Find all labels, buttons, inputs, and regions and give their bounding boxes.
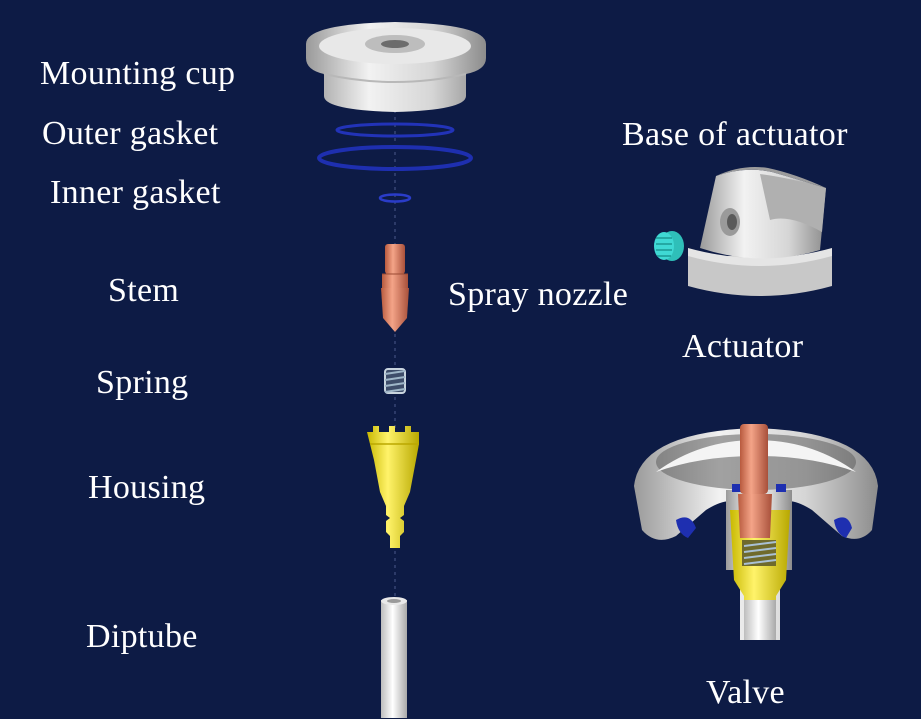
- label-spray-nozzle: Spray nozzle: [448, 278, 628, 312]
- label-spring: Spring: [96, 366, 188, 400]
- label-diptube: Diptube: [86, 620, 198, 654]
- label-valve: Valve: [706, 676, 785, 710]
- label-stem: Stem: [108, 274, 179, 308]
- label-mounting-cup: Mounting cup: [40, 57, 235, 91]
- label-housing: Housing: [88, 471, 205, 505]
- valve-shape: [634, 424, 878, 640]
- outer-gasket-shape: [319, 124, 471, 169]
- housing-shape: [367, 426, 419, 548]
- spray-nozzle-shape: [654, 231, 684, 261]
- label-base-of-actuator: Base of actuator: [622, 118, 848, 152]
- label-outer-gasket: Outer gasket: [42, 117, 218, 151]
- diptube-shape: [381, 597, 407, 718]
- inner-gasket-shape: [380, 195, 410, 202]
- actuator-shape: [688, 167, 832, 296]
- label-inner-gasket: Inner gasket: [50, 176, 221, 210]
- stem-shape: [381, 244, 409, 332]
- label-actuator: Actuator: [682, 330, 803, 364]
- spring-shape: [385, 369, 405, 393]
- mounting-cup-shape: [306, 22, 486, 112]
